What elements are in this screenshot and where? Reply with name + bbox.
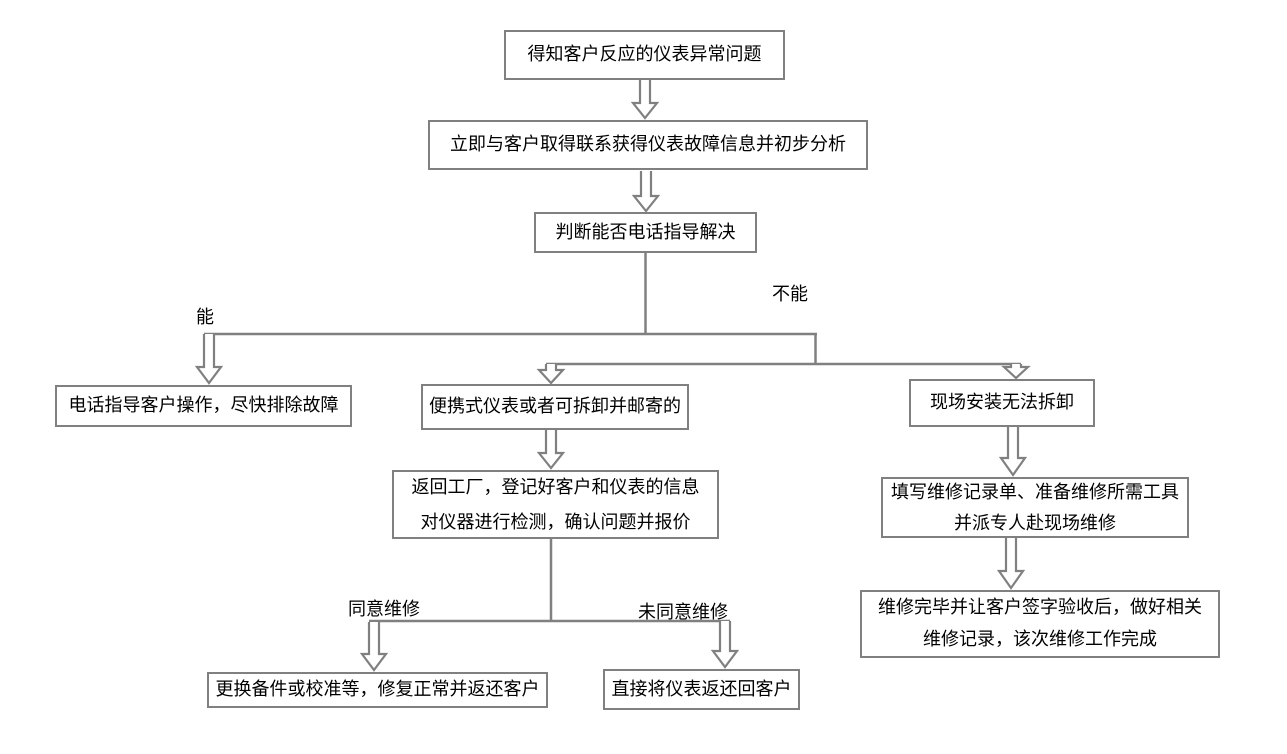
arrow-prepare-to-finish <box>996 538 1026 590</box>
node-finish-record: 维修完毕并让客户签字验收后，做好相关 维修记录，该次维修工作完成 <box>860 590 1220 658</box>
edge-label-cannot: 不能 <box>772 284 808 305</box>
edge-label-can: 能 <box>196 307 214 328</box>
arrow-to-onsite <box>1001 364 1031 380</box>
node-receive-issue: 得知客户反应的仪表异常问题 <box>504 30 785 80</box>
arrow-portable-to-factory <box>536 430 566 470</box>
arrow-onsite-to-prepare <box>998 427 1028 477</box>
arrow-contact-to-judge <box>631 171 661 213</box>
edge-label-agree: 同意维修 <box>348 599 420 620</box>
node-return-factory-check: 返回工厂，登记好客户和仪表的信息 对仪器进行检测，确认问题并报价 <box>392 470 719 539</box>
arrow-agree-to-repair <box>359 622 389 672</box>
arrow-disagree-to-return <box>710 621 740 669</box>
node-portable-mailable: 便携式仪表或者可拆卸并邮寄的 <box>421 384 689 430</box>
arrow-receive-to-contact <box>630 80 660 120</box>
node-judge-phone-fix: 判断能否电话指导解决 <box>534 212 757 253</box>
node-repair-and-return: 更换备件或校准等，修复正常并返还客户 <box>207 672 548 708</box>
node-return-directly: 直接将仪表返还回客户 <box>603 669 800 710</box>
node-onsite-undetachable: 现场安装无法拆卸 <box>909 379 1095 427</box>
node-phone-guide: 电话指导客户操作，尽快排除故障 <box>55 385 352 427</box>
node-contact-customer: 立即与客户取得联系获得仪表故障信息并初步分析 <box>428 120 868 170</box>
arrow-can-to-phone <box>194 334 224 385</box>
node-prepare-onsite-repair: 填写维修记录单、准备维修所需工具 并派专人赴现场维修 <box>881 477 1189 538</box>
arrow-to-portable <box>536 364 566 385</box>
edge-label-disagree: 未同意维修 <box>638 602 728 623</box>
